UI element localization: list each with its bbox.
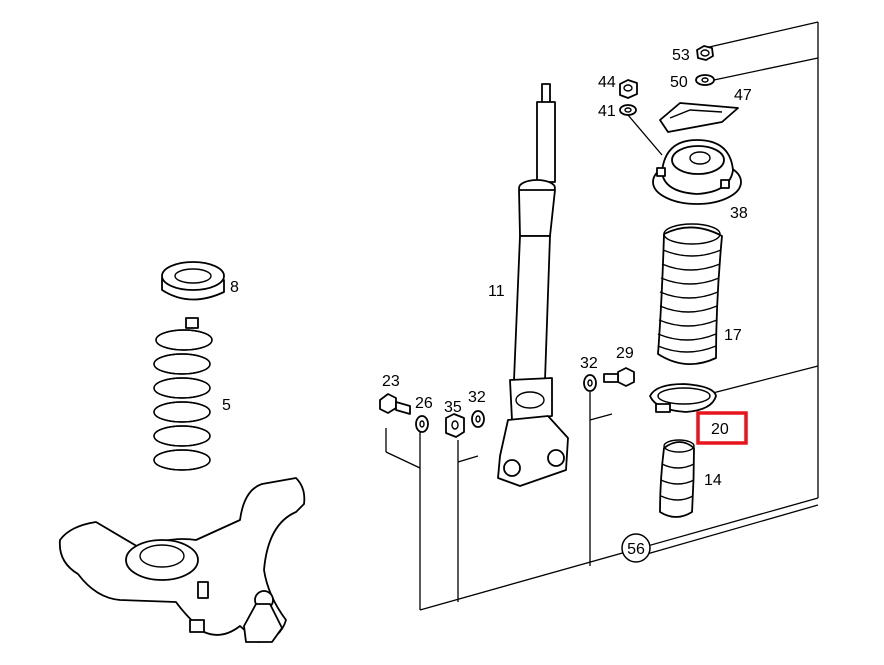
callout-8: 8 [230,279,239,296]
control-arm [58,477,306,643]
callout-14: 14 [704,472,722,489]
part-8-spring-pad [161,261,225,301]
callout-26: 26 [415,395,433,412]
part-11-shock-absorber [497,83,569,487]
callout-56: 56 [627,541,645,558]
part-17-bellows [657,223,723,365]
callout-20: 20 [711,421,729,438]
part-20-clamp [649,383,717,413]
frame-lines [385,21,819,611]
callout-47: 47 [734,87,752,104]
callout-17: 17 [724,327,742,344]
part-41-washer [619,104,663,156]
part-50-washer [695,74,715,86]
highlight-box [696,411,748,445]
callout-56-group: 56 [621,533,651,563]
part-32-washer-left [471,410,485,428]
callout-5: 5 [222,397,231,414]
callout-23: 23 [382,373,400,390]
part-47-cover [659,102,739,133]
callout-11: 11 [488,283,505,300]
part-26-washer [415,415,429,433]
callout-38: 38 [730,205,748,222]
callout-56-circle [621,533,651,563]
callout-44: 44 [598,74,616,91]
part-5-coil-spring [153,317,213,471]
part-35-nut [445,413,465,438]
part-14-bump-stop [659,439,695,518]
callout-50: 50 [670,74,688,91]
part-29-bolt [603,367,635,387]
callout-29: 29 [616,345,634,362]
part-32-washer-right [583,374,597,392]
part-23-bolt [379,393,411,415]
part-53-nut [696,45,714,61]
callout-labels: 53 44 50 47 41 38 8 11 17 5 32 29 23 26 … [222,47,752,489]
part-38-strut-mount [652,139,742,205]
callout-32-right: 32 [580,355,598,372]
part-44-nut [619,79,638,99]
callout-41: 41 [598,103,616,120]
callout-32-left: 32 [468,389,486,406]
callout-53: 53 [672,47,690,64]
callout-35: 35 [444,399,462,416]
